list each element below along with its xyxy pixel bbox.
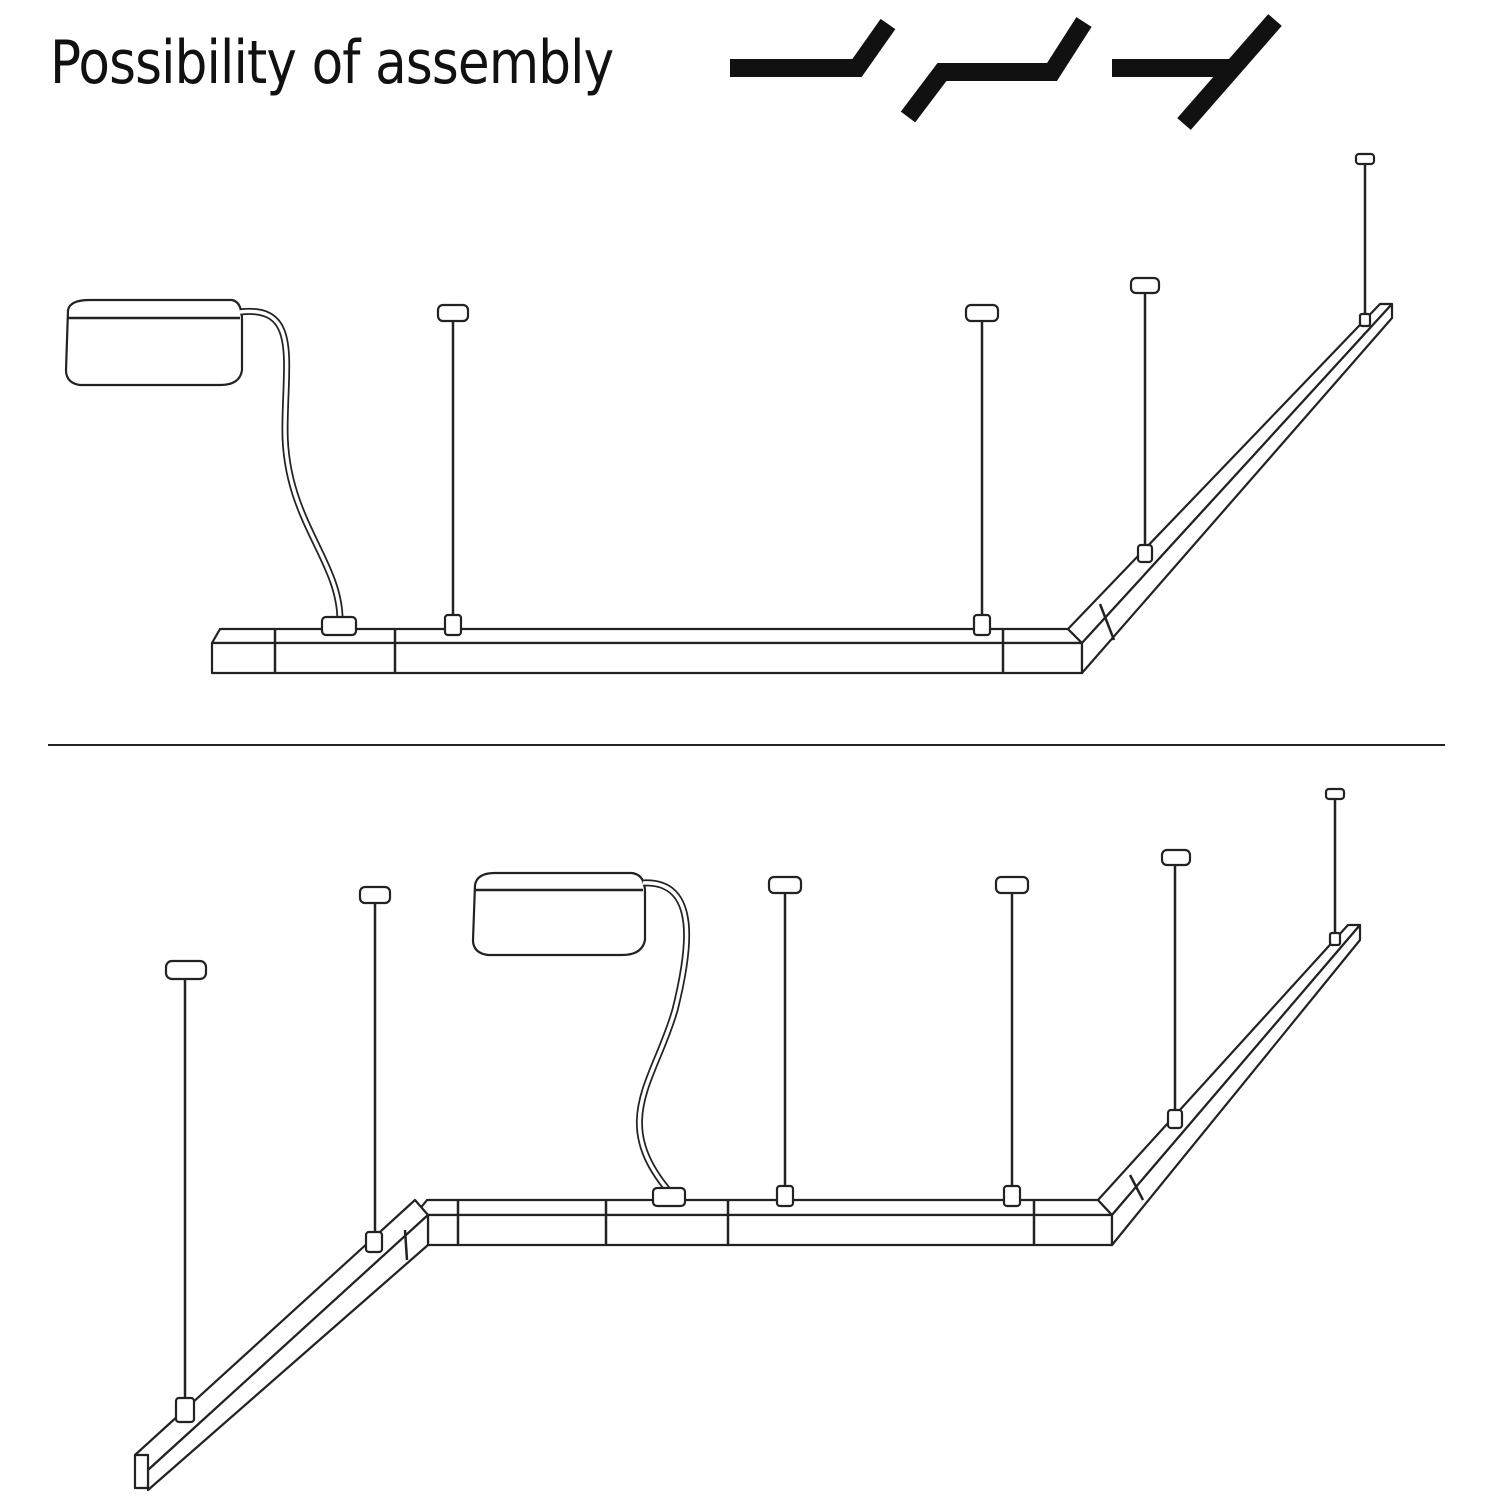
track-horizontal <box>413 1198 1114 1247</box>
track-right-diagonal <box>1096 923 1362 1247</box>
suspension-1 <box>164 959 208 1424</box>
suspension-4 <box>1354 152 1376 328</box>
straight-angle-connector-icon <box>730 18 896 77</box>
page-title: Possibility of assembly <box>50 28 614 98</box>
led-driver <box>64 298 358 637</box>
double-angle-connector-icon <box>900 17 1092 123</box>
suspension-3 <box>767 875 803 1208</box>
upper-assembly <box>64 152 1394 675</box>
track-diagonal <box>1066 302 1394 675</box>
t-connector-icon <box>1112 14 1282 130</box>
suspension-6 <box>1324 787 1346 947</box>
suspension-2 <box>358 885 392 1254</box>
suspension-2 <box>964 303 1000 637</box>
suspension-4 <box>994 875 1030 1208</box>
track-left-diagonal <box>133 1198 430 1492</box>
suspension-5 <box>1160 848 1192 1130</box>
suspension-1 <box>436 303 470 637</box>
suspension-3 <box>1129 276 1161 564</box>
led-driver <box>471 871 691 1208</box>
lower-assembly <box>133 787 1362 1492</box>
